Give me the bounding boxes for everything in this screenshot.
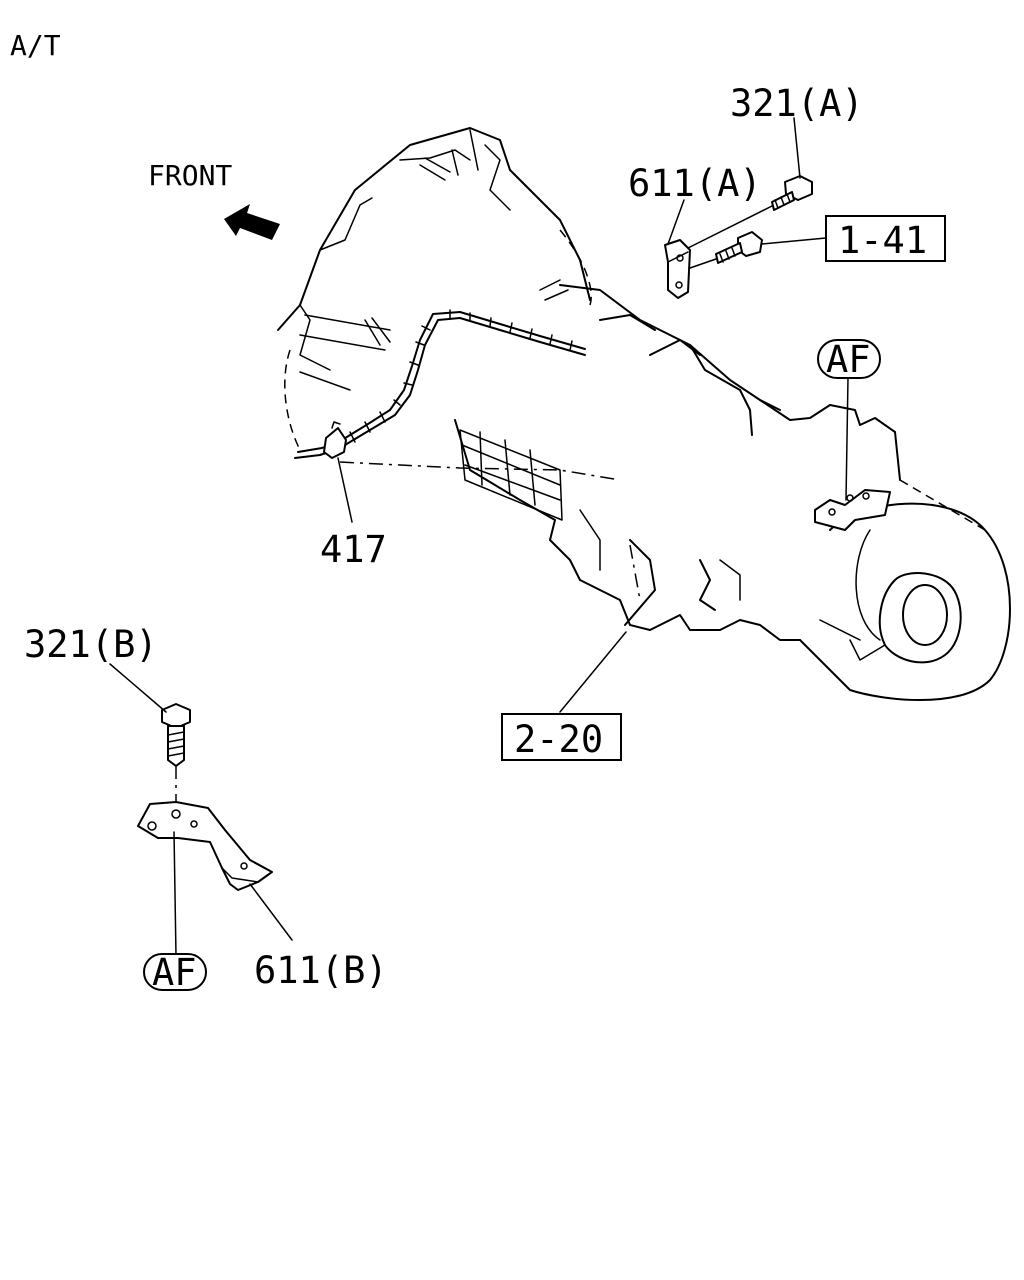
leader-lines <box>109 117 849 957</box>
ref-box-2-20[interactable]: 2-20 <box>501 713 622 761</box>
bolt-321b <box>161 703 191 810</box>
af-marker-lower[interactable]: AF <box>143 951 207 994</box>
label-611a: 611(A) <box>628 162 762 205</box>
bolt-321a <box>687 175 813 249</box>
variant-label: A/T <box>10 29 61 62</box>
af-label-upper: AF <box>826 338 871 381</box>
af-label-lower: AF <box>152 951 197 994</box>
upper-bracket-611a <box>664 239 691 299</box>
label-321a: 321(A) <box>730 82 864 125</box>
lower-bracket-611b <box>137 801 273 891</box>
bolt-upper-2 <box>689 231 763 269</box>
ref-label-1-41: 1-41 <box>838 219 927 262</box>
label-321b: 321(B) <box>24 623 158 666</box>
af-marker-upper[interactable]: AF <box>817 338 881 381</box>
clip-417 <box>323 421 347 459</box>
transmission-assembly <box>277 127 1011 701</box>
ref-label-2-20: 2-20 <box>514 718 603 761</box>
front-arrow-icon <box>224 204 280 240</box>
label-611b: 611(B) <box>254 949 388 992</box>
label-417: 417 <box>320 528 387 571</box>
front-label: FRONT <box>148 159 232 192</box>
ref-box-1-41[interactable]: 1-41 <box>825 215 946 262</box>
